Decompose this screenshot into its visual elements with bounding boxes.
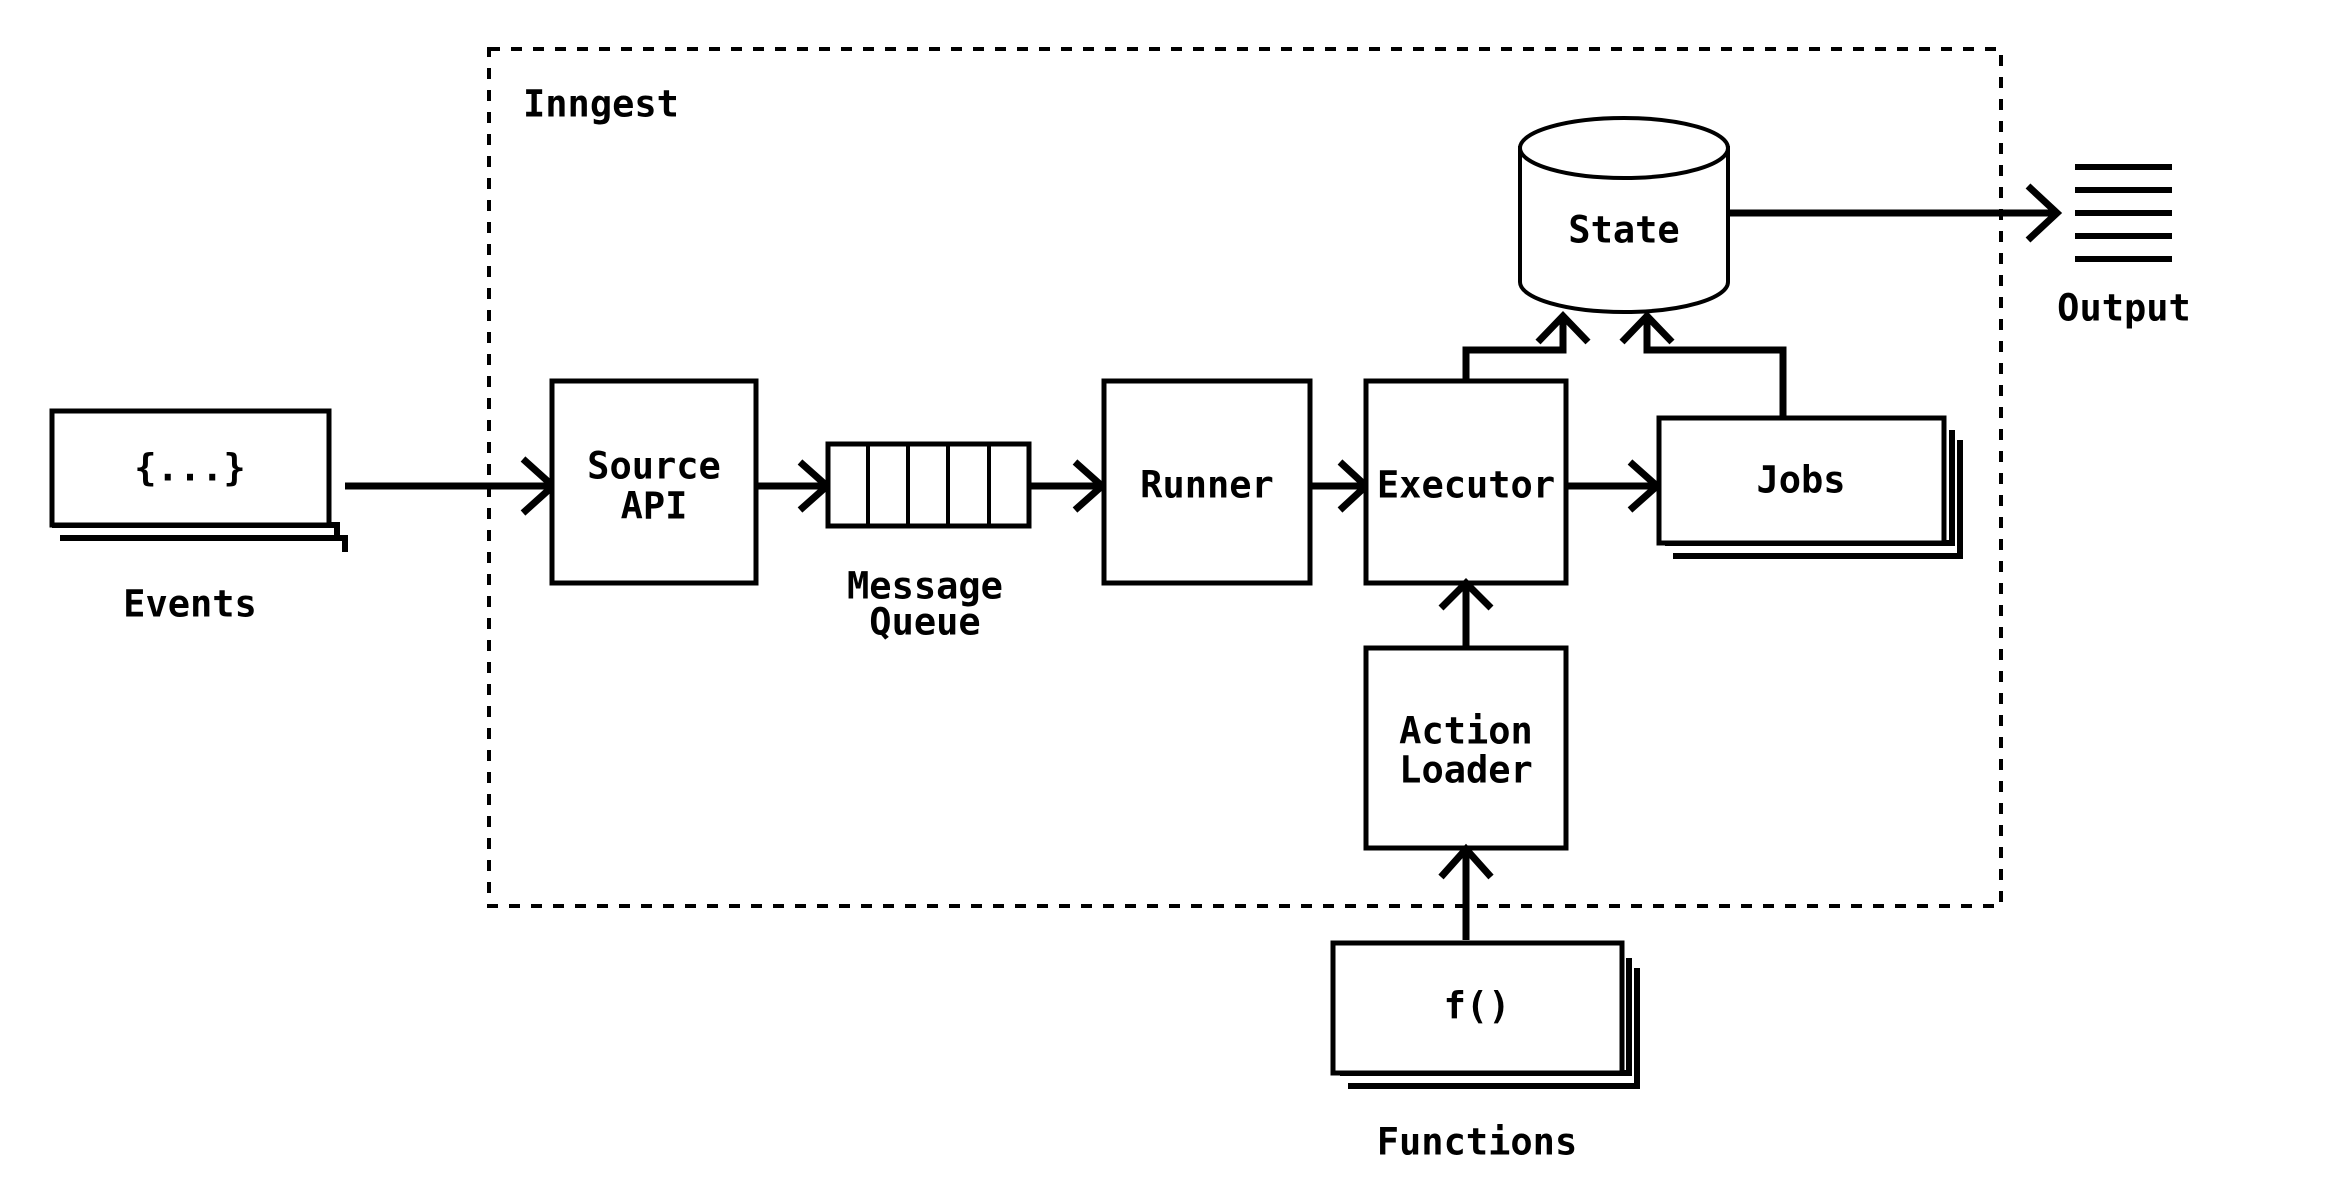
executor-label: Executor [1377, 464, 1555, 507]
runner-box [1101, 378, 1313, 586]
edge-action-loader-to-executor [1438, 578, 1494, 648]
edge-action-loader-arrowhead [1438, 578, 1494, 611]
state-cylinder-body [1518, 146, 1730, 314]
runner-label: Runner [1140, 464, 1274, 507]
edge-executor-to-state [1462, 310, 1591, 381]
state-label: State [1568, 209, 1679, 252]
output-caption: Output [2057, 287, 2191, 330]
inngest-container: Inngest [487, 47, 2003, 908]
node-output[interactable]: Output [2057, 164, 2191, 330]
action-loader-label-line2: Loader [1399, 749, 1533, 792]
edge-jobs-state-path [1643, 318, 1787, 418]
source-api-box [549, 378, 759, 586]
edge-source-api-to-queue [756, 459, 833, 513]
events-stack-layer-1 [49, 408, 332, 528]
functions-caption: Functions [1377, 1121, 1577, 1164]
action-loader-label-line1: Action [1399, 710, 1533, 753]
functions-label: f() [1444, 985, 1511, 1028]
edge-functions-to-action-loader [1438, 843, 1494, 940]
edge-queue-to-runner [1029, 459, 1108, 513]
action-loader-box [1363, 645, 1569, 851]
inngest-container-border [487, 47, 2003, 908]
node-state[interactable]: State [1518, 116, 1730, 314]
events-caption: Events [123, 583, 257, 626]
node-message-queue[interactable]: Message Queue [825, 441, 1032, 644]
node-jobs[interactable]: Jobs [1656, 415, 1963, 559]
jobs-stack-layer-1 [1656, 415, 1947, 546]
executor-box [1363, 378, 1569, 586]
node-events[interactable]: {...} Events [49, 408, 348, 626]
message-queue-caption-line2: Queue [869, 601, 980, 644]
inngest-container-label: Inngest [523, 83, 679, 126]
source-api-label-line1: Source [587, 445, 721, 488]
source-api-label-line2: API [621, 485, 688, 528]
events-stack-layer-3 [60, 535, 348, 552]
node-runner[interactable]: Runner [1101, 378, 1313, 586]
edge-functions-arrowhead [1438, 843, 1494, 880]
jobs-label: Jobs [1756, 459, 1845, 502]
edge-state-output-arrowhead [2025, 183, 2063, 243]
events-label: {...} [134, 447, 245, 490]
output-lines-icon [2075, 164, 2172, 262]
node-functions[interactable]: f() Functions [1330, 940, 1640, 1164]
node-executor[interactable]: Executor [1363, 378, 1569, 586]
edge-executor-to-jobs [1566, 459, 1663, 513]
edge-runner-to-executor [1310, 459, 1372, 513]
edge-executor-state-arrowhead [1535, 310, 1591, 345]
functions-stack-layer-3 [1348, 968, 1640, 1089]
edge-jobs-state-arrowhead [1619, 310, 1675, 345]
jobs-stack-layer-3 [1673, 440, 1963, 559]
node-action-loader[interactable]: Action Loader [1363, 645, 1569, 851]
edge-executor-state-path [1462, 318, 1567, 381]
state-cylinder-top [1518, 116, 1730, 180]
edge-events-to-source-api [345, 456, 559, 516]
edge-state-to-output [1728, 183, 2063, 243]
message-queue-box [825, 441, 1032, 529]
edge-jobs-to-state [1619, 310, 1787, 418]
message-queue-caption-line1: Message [847, 565, 1003, 608]
functions-stack-layer-1 [1330, 940, 1625, 1076]
node-source-api[interactable]: Source API [549, 378, 759, 586]
